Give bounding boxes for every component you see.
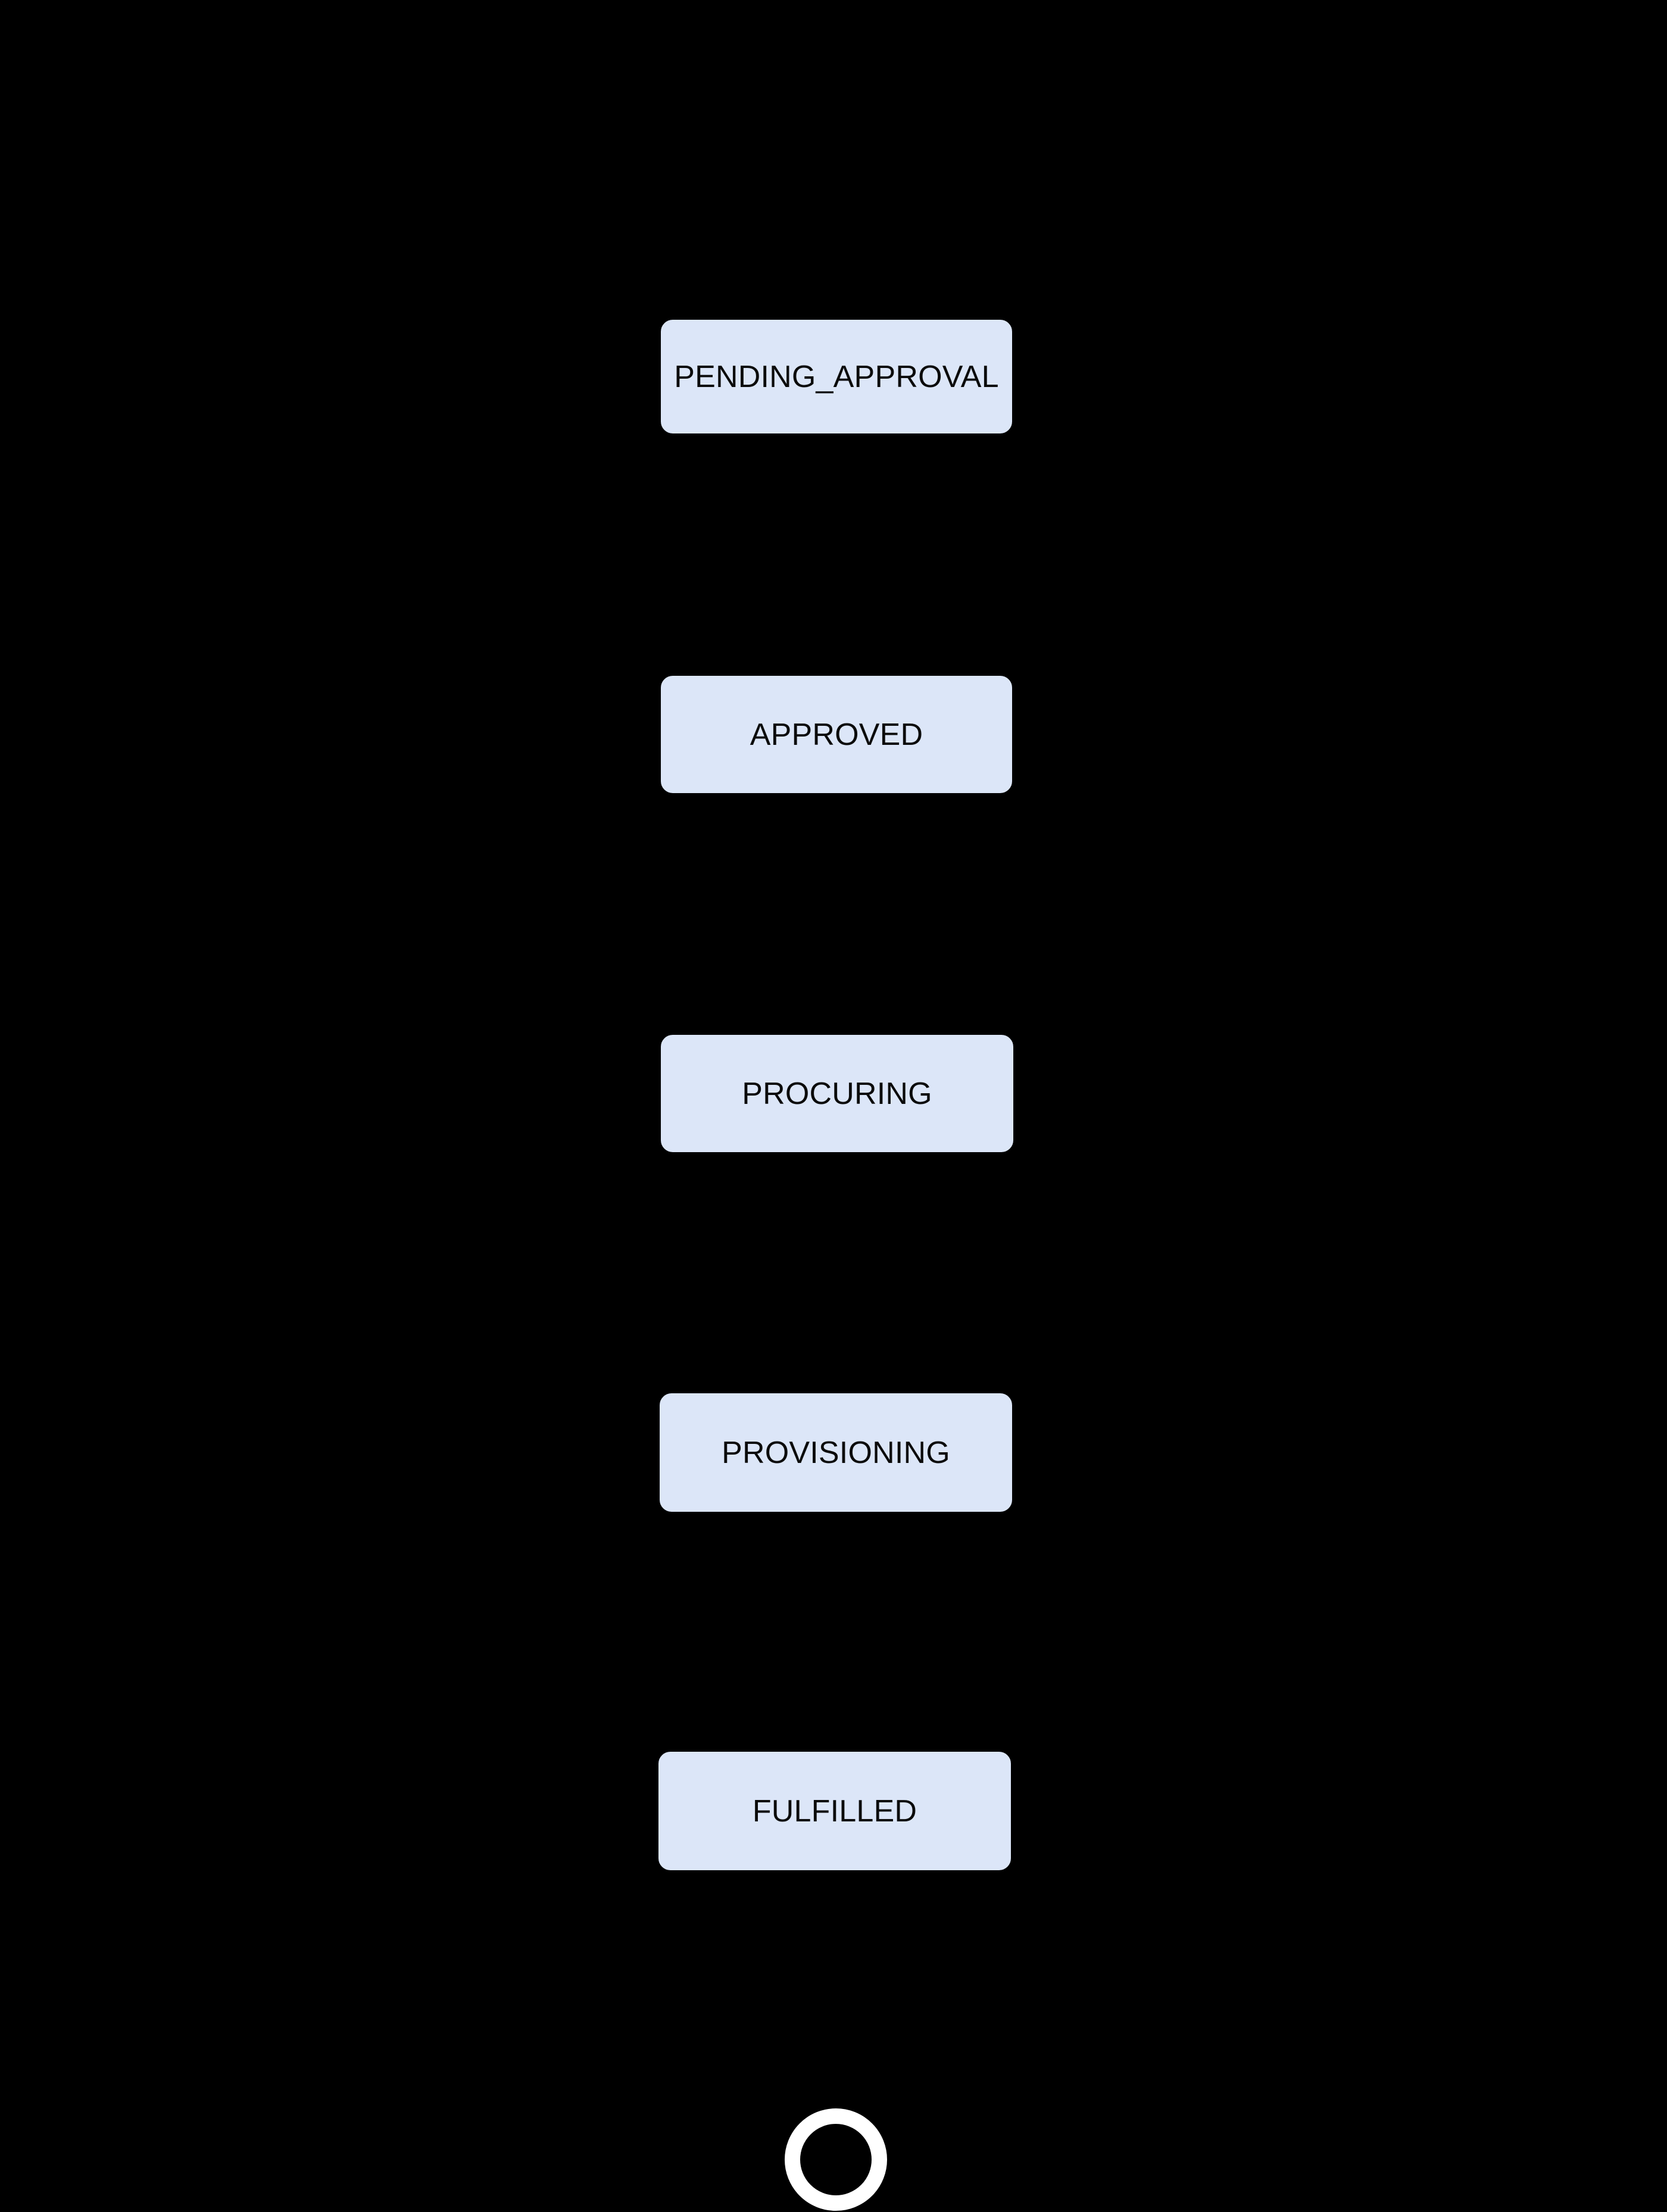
- end-state-circle-icon: [785, 2108, 887, 2211]
- state-node-approved[interactable]: APPROVED: [661, 676, 1012, 793]
- state-node-label: PENDING_APPROVAL: [674, 359, 999, 394]
- state-node-label: FULFILLED: [752, 1793, 917, 1829]
- state-node-fulfilled[interactable]: FULFILLED: [658, 1752, 1011, 1870]
- state-node-label: PROVISIONING: [722, 1435, 950, 1470]
- state-node-label: PROCURING: [742, 1076, 932, 1111]
- state-node-pending-approval[interactable]: PENDING_APPROVAL: [661, 320, 1012, 433]
- state-node-label: APPROVED: [750, 717, 923, 752]
- state-node-procuring[interactable]: PROCURING: [661, 1035, 1013, 1152]
- state-node-provisioning[interactable]: PROVISIONING: [660, 1393, 1012, 1512]
